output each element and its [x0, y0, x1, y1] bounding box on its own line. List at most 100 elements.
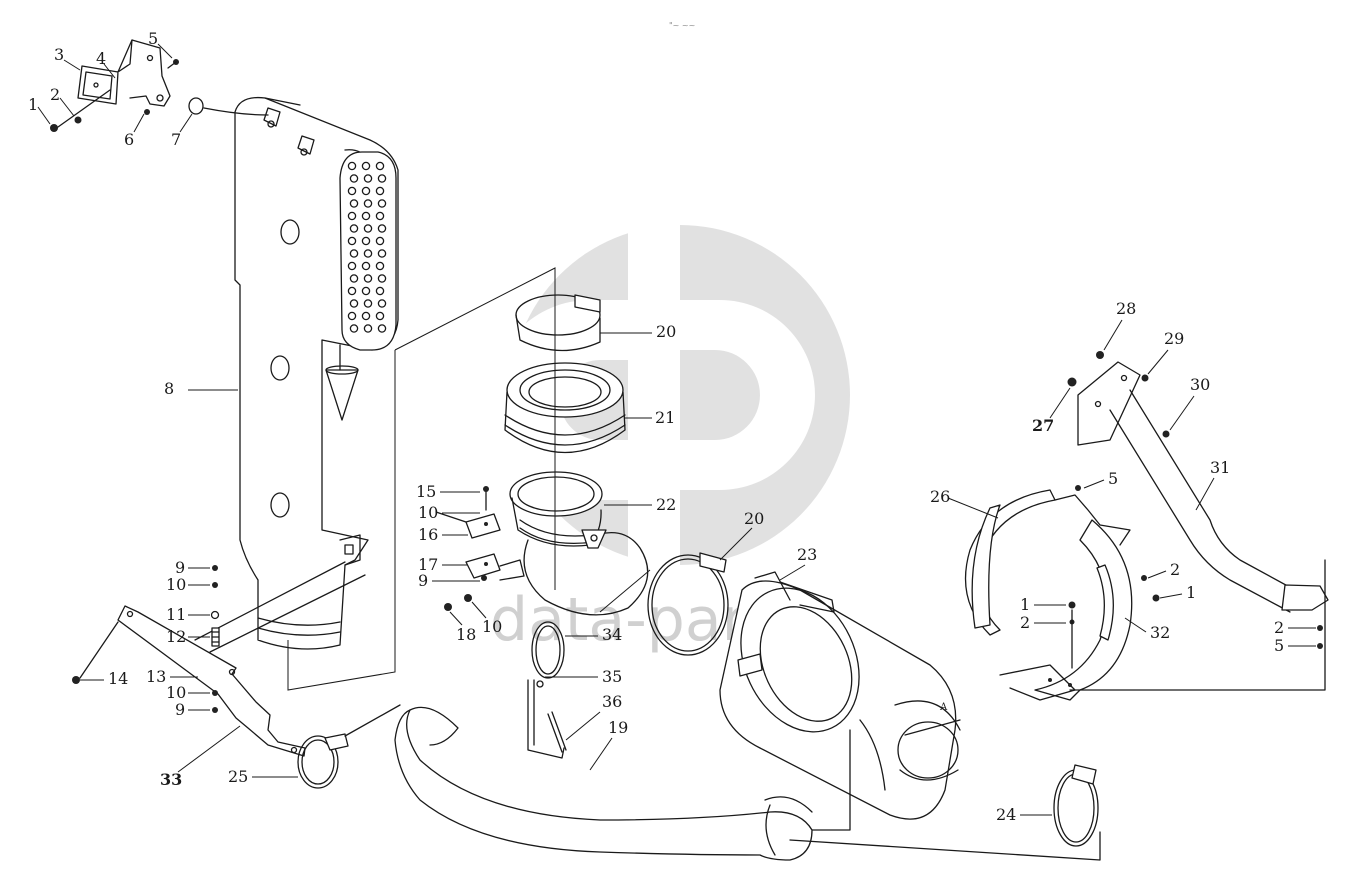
grille-hole: [347, 161, 357, 171]
grille-hole: [361, 311, 371, 321]
callout-20-upper: 20: [656, 322, 676, 341]
grille-hole: [361, 286, 371, 296]
callout-32: 32: [1150, 623, 1170, 642]
callout-30: 30: [1190, 375, 1210, 394]
grille-hole: [375, 161, 385, 171]
grille-hole: [363, 274, 373, 283]
grille-hole: [375, 236, 385, 246]
grille-hole: [361, 261, 371, 271]
callout-10-upper: 10: [166, 575, 186, 594]
callout-23: 23: [797, 545, 817, 564]
assembly-frame-lines: [287, 267, 651, 691]
grille-hole: [361, 211, 371, 221]
callout-10-lower: 10: [166, 683, 186, 702]
callout-15: 15: [416, 482, 436, 501]
grille-hole: [347, 186, 357, 196]
grille-hole: [349, 174, 359, 183]
grille-hole: [363, 199, 373, 208]
header-mark: "~ ~~: [669, 21, 695, 30]
grille-hole: [349, 249, 359, 258]
callout-1-band: 1: [1186, 583, 1196, 602]
grille-hole: [375, 286, 385, 296]
grille-hole: [375, 311, 385, 321]
grille-hole: [349, 199, 359, 208]
callout-16: 16: [418, 525, 438, 544]
callout-22: 22: [656, 495, 676, 514]
grille-hole: [349, 224, 359, 233]
callout-2-band-inner: 2: [1020, 613, 1030, 632]
grille-hole: [347, 211, 357, 221]
callout-26: 26: [930, 487, 950, 506]
grille-hole: [347, 286, 357, 296]
perforated-grille: [339, 151, 397, 351]
callout-7: 7: [171, 130, 181, 149]
callout-labels: 1 2 3 4 5 6 7 8 9 10 11 12 13 14 10 9 33: [28, 29, 1316, 824]
callout-2: 2: [50, 85, 60, 104]
callout-24: 24: [996, 805, 1016, 824]
lower-bracket-part-13: [72, 561, 366, 757]
callout-14: 14: [108, 669, 128, 688]
callout-2-band: 2: [1170, 560, 1180, 579]
grille-hole: [375, 261, 385, 271]
callout-36: 36: [602, 692, 622, 711]
callout-5: 5: [148, 29, 158, 48]
callout-6: 6: [124, 130, 134, 149]
callout-5-band: 5: [1108, 469, 1118, 488]
callout-1: 1: [28, 95, 38, 114]
grille-hole: [377, 299, 387, 308]
callout-4: 4: [96, 49, 106, 68]
grille-hole: [377, 249, 387, 258]
callout-18: 18: [456, 625, 476, 644]
callout-33: 33: [160, 770, 182, 789]
grille-hole: [377, 174, 387, 183]
callout-2-arm: 2: [1274, 618, 1284, 637]
clamp-strap-part-34: [527, 621, 567, 759]
callout-21: 21: [655, 408, 675, 427]
mark-a: A: [939, 702, 948, 713]
grille-hole: [377, 199, 387, 208]
callout-20-lower: 20: [744, 509, 764, 528]
grille-hole: [349, 324, 359, 333]
callout-3: 3: [54, 45, 64, 64]
callout-13: 13: [146, 667, 166, 686]
grille-hole: [347, 311, 357, 321]
callout-10-mid-upper: 10: [418, 503, 438, 522]
hose-clamp-part-24: [789, 764, 1101, 861]
hose-clamp-part-25: [297, 704, 401, 789]
grille-hole: [363, 174, 373, 183]
grille-hole: [375, 211, 385, 221]
grille-hole: [363, 224, 373, 233]
callout-31: 31: [1210, 458, 1230, 477]
callout-17: 17: [418, 555, 438, 574]
grille-hole: [349, 299, 359, 308]
grille-hole: [349, 274, 359, 283]
callout-9-upper: 9: [175, 558, 185, 577]
grille-hole: [377, 224, 387, 233]
callout-25: 25: [228, 767, 248, 786]
mount-plates-part-16-17: [435, 486, 525, 611]
callout-5-arm: 5: [1274, 636, 1284, 655]
callout-10-mid-lower: 10: [482, 617, 502, 636]
grille-hole: [375, 186, 385, 196]
mounting-band-part-26-32: [964, 485, 1160, 701]
grille-hole: [377, 324, 387, 333]
grille-hole: [361, 186, 371, 196]
callout-12: 12: [166, 627, 186, 646]
callout-9-mid: 9: [418, 571, 428, 590]
grille-hole: [347, 236, 357, 246]
callout-34: 34: [602, 625, 622, 644]
callout-35: 35: [602, 667, 622, 686]
callout-29: 29: [1164, 329, 1184, 348]
callout-28: 28: [1116, 299, 1136, 318]
grille-hole: [347, 261, 357, 271]
grille-hole: [363, 324, 373, 333]
callout-11: 11: [166, 605, 186, 624]
callout-27: 27: [1032, 416, 1054, 435]
grille-hole: [361, 161, 371, 171]
elbow-part-22: [509, 471, 649, 616]
air-filter-housing-part-23: A: [719, 571, 961, 831]
grille-hole: [377, 274, 387, 283]
grille-hole: [361, 236, 371, 246]
intake-hose-part-19: [394, 706, 813, 861]
